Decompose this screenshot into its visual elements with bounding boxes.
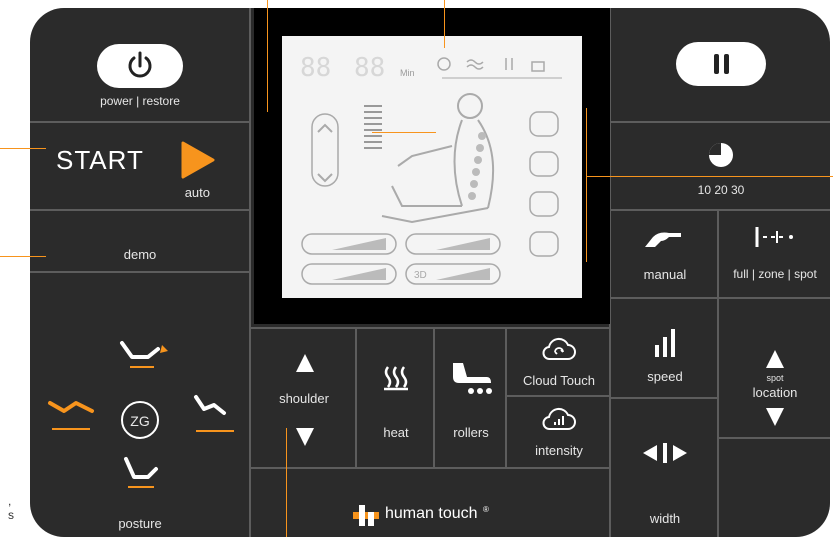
callout-top-right [444,0,445,48]
pause-pill [676,42,766,86]
posture-label: posture [30,516,250,531]
play-triangle-icon [180,141,216,179]
timer-label: 10 20 30 [611,183,830,197]
remote-control-panel: power | restore START auto demo [30,8,830,537]
callout-bottom [286,428,287,537]
start-label: START [56,145,144,176]
page-fragment-text: , s [8,494,14,522]
power-icon [97,44,183,88]
speed-label: speed [611,369,719,384]
zone-label: full | zone | spot [719,267,830,281]
shoulder-adjust[interactable]: shoulder [250,328,356,468]
right-bottom-spacer [718,438,830,537]
lcd-graphics: 88 88 Min [282,36,582,298]
callout-right-vertical [586,108,587,262]
lcd-pause-icon [506,58,512,70]
spot-label: spot [719,373,830,383]
speed-button[interactable]: speed [610,298,718,398]
shoulder-label: shoulder [251,391,357,406]
rollers-label: rollers [435,425,507,440]
manual-button[interactable]: manual [610,210,718,298]
power-pill [97,44,183,88]
lcd-digits-right: 88 [354,53,385,83]
lcd-mode-icons [530,112,558,256]
power-label: power | restore [30,94,250,108]
lcd-wave-icon [467,60,483,69]
callout-demo [0,256,46,257]
posture-icons [30,273,250,537]
power-button[interactable]: power | restore [30,8,250,122]
cloud-bars-icon [541,407,577,433]
rollers-button[interactable]: rollers [434,328,506,468]
manual-label: manual [611,267,719,282]
cloud-touch-button[interactable]: Cloud Touch [506,328,610,396]
brand-area: human touch ® [250,468,610,537]
heat-waves-icon [381,363,411,391]
zone-button[interactable]: full | zone | spot [718,210,830,298]
width-arrows-icon [641,443,689,463]
foot-roller-icon [449,361,493,395]
pause-button[interactable] [610,8,830,122]
demo-label: demo [30,247,250,262]
bars-icon [653,329,677,357]
lcd-3d-label: 3D [414,270,427,281]
posture-upright-icon[interactable] [122,343,168,367]
lcd-display: 88 88 Min [254,8,610,324]
callout-start [0,148,46,149]
posture-zero-gravity-2-icon[interactable] [196,397,234,431]
timer-button[interactable]: 10 20 30 [610,122,830,210]
lcd-back-rollers [468,132,486,200]
lcd-auto-icon [438,58,450,70]
width-button[interactable]: width [610,398,718,537]
lcd-digits-left: 88 [300,53,331,83]
lcd-bottom-sliders: 3D [302,234,500,284]
spot-location-adjust[interactable]: spot location [718,298,830,438]
location-label: location [719,385,830,400]
location-down-icon[interactable] [765,407,785,427]
auto-label: auto [170,185,210,200]
demo-button[interactable]: demo [30,210,250,272]
posture-section: ZG posture [30,272,250,537]
zg-button[interactable]: ZG [122,413,158,429]
cloud-refresh-icon [541,337,577,363]
heat-label: heat [357,425,435,440]
posture-full-recline-icon[interactable] [126,459,156,487]
posture-zero-gravity-1-icon[interactable] [50,403,92,429]
triangle-down-icon[interactable] [295,427,315,447]
pause-icon [676,42,766,86]
intensity-label: intensity [507,443,611,458]
lcd-min-label: Min [400,68,415,78]
cloud-touch-label: Cloud Touch [507,373,611,388]
lcd-level-bars [364,106,382,148]
triangle-up-icon[interactable] [295,353,315,373]
heat-button[interactable]: heat [356,328,434,468]
location-up-icon[interactable] [765,349,785,369]
pie-timer-icon [707,141,735,169]
lcd-lock-icon [532,62,544,71]
brand-name: human touch [385,505,478,523]
zone-bracket-icon [753,225,797,249]
callout-right [586,176,833,177]
callout-top-left [267,0,268,112]
intensity-button[interactable]: intensity [506,396,610,468]
lcd-screen: 88 88 Min [282,36,582,298]
start-auto-button[interactable]: START auto [30,122,250,210]
callout-line-1 [372,132,436,133]
brand-registered-mark: ® [483,505,489,514]
width-label: width [611,511,719,526]
hand-icon [643,227,683,249]
human-touch-logo-icon [351,503,381,527]
